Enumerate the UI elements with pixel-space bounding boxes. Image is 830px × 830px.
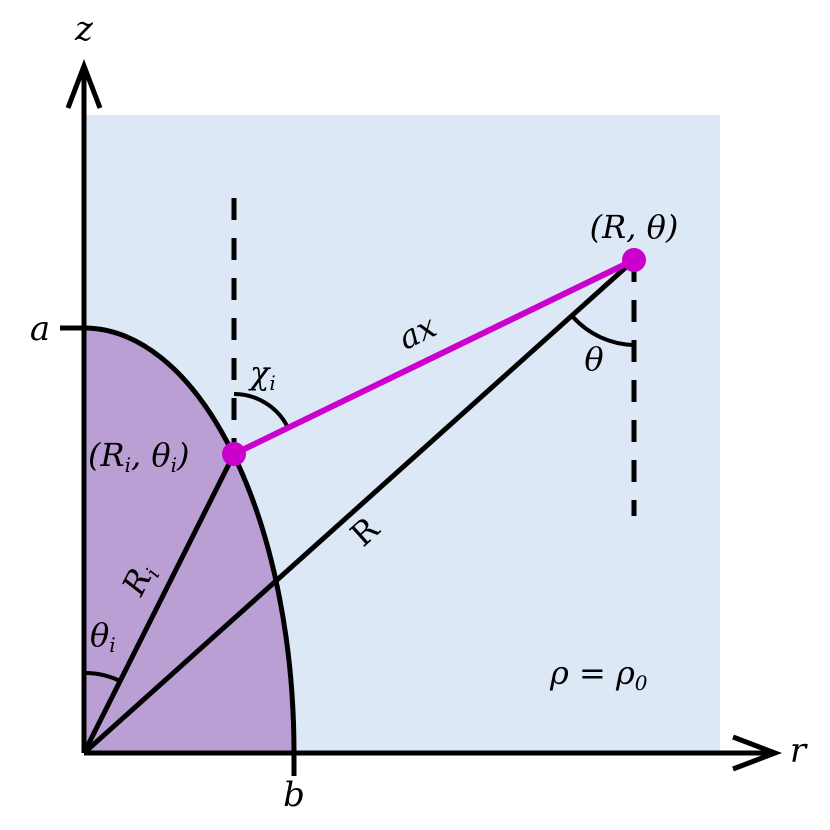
ax-connector [232, 257, 636, 457]
theta-i-label: θi [90, 616, 116, 657]
chi-i-arc [233, 392, 291, 431]
r-axis-label: r [790, 731, 808, 771]
point-i-label: (Ri, θi) [88, 436, 189, 477]
theta-arc [571, 315, 635, 347]
r-axis-arrowhead [732, 734, 783, 772]
z-axis-arrowhead [65, 58, 103, 109]
density-label: ρ = ρ0 [549, 654, 648, 695]
b-label: b [283, 775, 305, 815]
point-Ri-thetai [222, 442, 246, 466]
theta-i-arc [83, 670, 121, 683]
z-axis-label: z [74, 9, 94, 49]
point-main-label: (R, θ) [590, 208, 679, 246]
Ri-line [81, 452, 237, 755]
a-label: a [30, 309, 50, 349]
R-line [82, 258, 636, 755]
point-R-theta [622, 248, 646, 272]
chi-i-label: χi [248, 354, 276, 395]
theta-label: θ [584, 340, 603, 378]
